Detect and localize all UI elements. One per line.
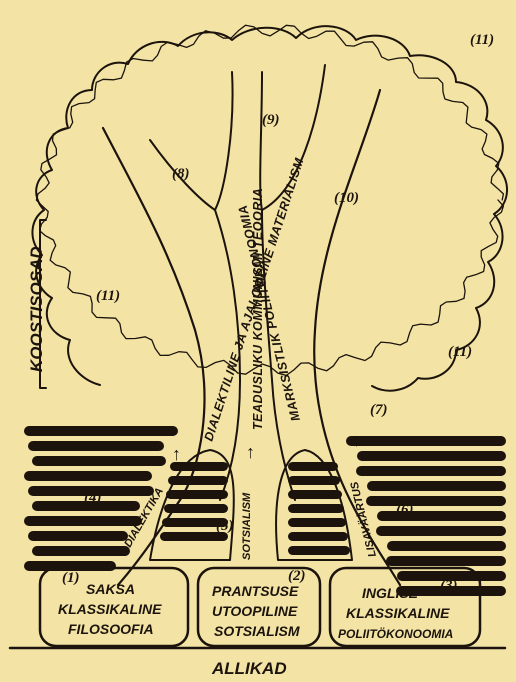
arrow-left-icon: ↑ (172, 444, 181, 464)
soil-band-mound-right (288, 518, 346, 527)
soil-band-right (346, 436, 506, 446)
german-line2: KLASSIKALINE (58, 601, 162, 617)
marker-11-right: (11) (448, 344, 472, 360)
soil-band-left (24, 426, 178, 436)
root-right-label: LISAVÄÄRTUS (347, 480, 378, 559)
soil-band-mound-right (288, 462, 338, 471)
marker-10: (10) (334, 190, 359, 206)
french-number: (2) (288, 568, 306, 584)
root-center-label: SOTSIALISM (241, 492, 253, 560)
soil-band-right (356, 466, 506, 476)
side-label: KOOSTISOSAD (27, 246, 46, 372)
marker-11-top: (11) (470, 32, 494, 48)
soil-bands (24, 426, 506, 596)
soil-band-mound-right (288, 546, 350, 555)
german-number: (1) (62, 570, 80, 586)
marker-5: (5) (216, 518, 234, 534)
french-line1: PRANTSUSE (212, 583, 299, 599)
french-line3: SOTSIALISM (214, 623, 300, 639)
english-line3: POLIITÖKONOOMIA (338, 626, 453, 641)
german-line1: SAKSA (86, 581, 135, 597)
soil-band-right (366, 496, 506, 506)
soil-band-left (32, 456, 166, 466)
soil-band-mound-left (166, 490, 228, 499)
marker-7: (7) (370, 402, 388, 418)
marker-11-left: (11) (96, 288, 120, 304)
soil-band-right (387, 541, 506, 551)
french-line2: UTOOPILINE (212, 603, 298, 619)
marker-8: (8) (172, 166, 190, 182)
german-line3: FILOSOOFIA (68, 621, 154, 637)
soil-band-left (24, 516, 142, 526)
soil-band-left (24, 471, 152, 481)
soil-band-right (357, 451, 506, 461)
english-line1: INGLISE (362, 585, 419, 601)
english-line2: KLASSIKALINE (346, 605, 450, 621)
soil-band-left (32, 546, 130, 556)
marker-6: (6) (396, 502, 414, 518)
branch-left-inner (150, 72, 233, 210)
soil-band-right (376, 526, 506, 536)
marker-4: (4) (84, 490, 102, 506)
soil-band-mound-right (288, 532, 348, 541)
bottom-label: ALLIKAD (211, 659, 287, 678)
arrow-right-icon: ↑ (352, 430, 361, 450)
arrow-center-icon: ↑ (246, 442, 255, 462)
soil-band-right (386, 556, 506, 566)
soil-band-left (28, 531, 128, 541)
soil-band-mound-right (288, 504, 344, 513)
marker-9: (9) (262, 112, 280, 128)
soil-band-left (28, 441, 164, 451)
english-number: (3) (440, 578, 458, 594)
soil-band-right (367, 481, 506, 491)
soil-band-mound-right (288, 490, 342, 499)
